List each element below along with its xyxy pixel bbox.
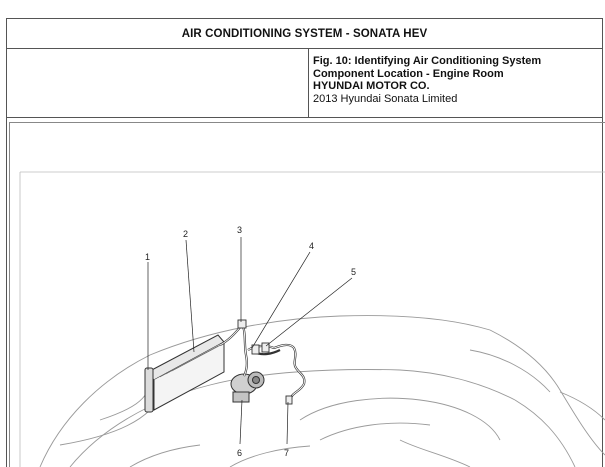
callout-7: 7 — [284, 448, 289, 458]
document-title: AIR CONDITIONING SYSTEM - SONATA HEV — [6, 18, 603, 49]
figure-info-blank-cell — [7, 48, 309, 117]
vehicle-model: 2013 Hyundai Sonata Limited — [313, 92, 458, 105]
receiver-drier — [144, 367, 154, 413]
refrigerant-lines-inner — [219, 324, 305, 401]
diagram-frame — [19, 171, 605, 467]
condenser — [147, 334, 225, 411]
figure-info-row: Fig. 10: Identifying Air Conditioning Sy… — [6, 48, 603, 118]
car-body-outline — [39, 315, 605, 467]
callout-6: 6 — [237, 448, 242, 458]
callout-3: 3 — [237, 225, 242, 235]
figure-cell — [6, 118, 603, 467]
company-name: HYUNDAI MOTOR CO. — [313, 80, 430, 92]
compressor — [230, 371, 265, 403]
callout-5: 5 — [351, 267, 356, 277]
callout-numbers: 1 2 3 4 5 6 7 — [145, 225, 356, 458]
figure-cell-inner-border — [9, 122, 605, 467]
document-title-text: AIR CONDITIONING SYSTEM - SONATA HEV — [181, 27, 428, 40]
leader-lines — [147, 237, 353, 445]
callout-1: 1 — [145, 252, 150, 262]
figure-caption-line-1: Fig. 10: Identifying Air Conditioning Sy… — [313, 55, 542, 67]
figure-info-cell: Fig. 10: Identifying Air Conditioning Sy… — [313, 55, 541, 105]
callout-2: 2 — [183, 229, 188, 239]
figure-caption-line-2: Component Location - Engine Room — [313, 67, 504, 80]
callout-4: 4 — [309, 241, 314, 251]
line-fittings — [237, 319, 293, 405]
